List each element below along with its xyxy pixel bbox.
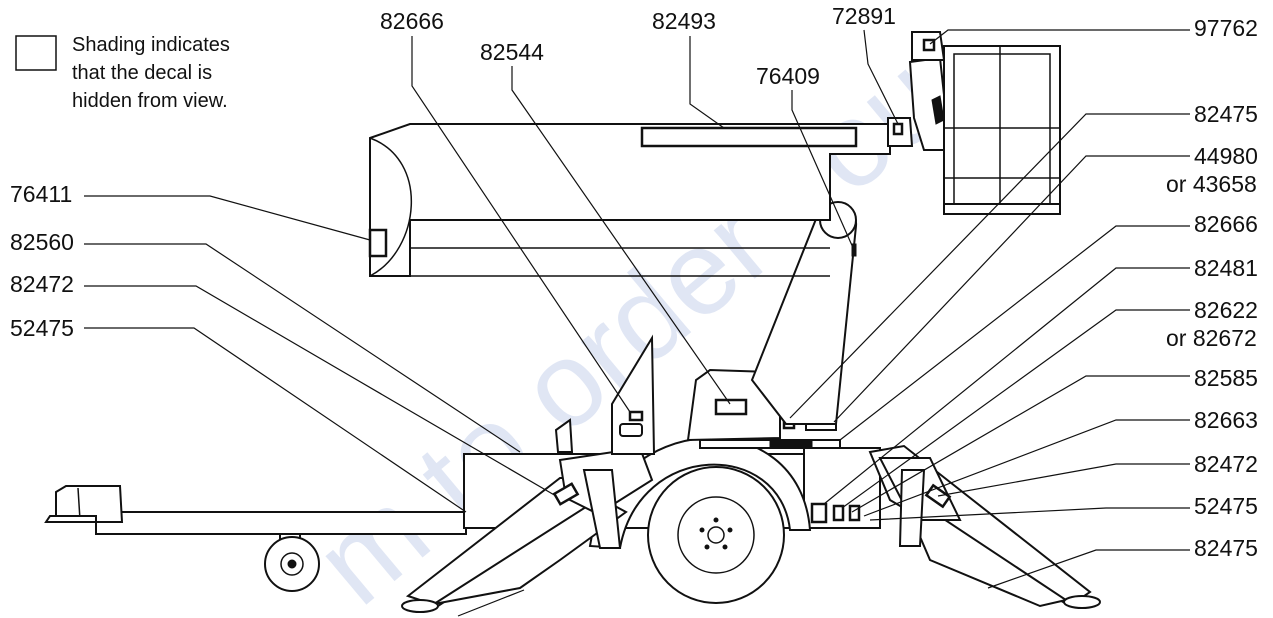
outrigger-right (868, 444, 1101, 609)
label-82622-right: 82622 (1194, 297, 1258, 323)
label-52475-left: 52475 (10, 315, 74, 341)
label-76409-top: 76409 (756, 63, 820, 89)
decal-82663a (832, 504, 845, 522)
label-52475-right: 52475 (1194, 493, 1258, 519)
label-72891-top: 72891 (832, 3, 896, 29)
outrigger-left (401, 446, 654, 613)
leader-lines (84, 29, 1190, 617)
platform-basket (943, 45, 1061, 215)
label-82475-right-a: 82475 (1194, 101, 1258, 127)
legend-line-1: Shading indicates (72, 34, 230, 56)
legend-swatch (15, 35, 57, 71)
decal-82666-mast (628, 410, 644, 422)
decal-82472-left (552, 482, 580, 506)
decal-82663b (848, 504, 861, 522)
label-82666-right: 82666 (1194, 211, 1258, 237)
label-97762-right: 97762 (1194, 15, 1258, 41)
label-82481-right: 82481 (1194, 255, 1258, 281)
part-number-labels: 82666 82544 82493 72891 76409 76411 8256… (10, 3, 1258, 561)
decal-97762 (922, 38, 936, 52)
label-82472-left: 82472 (10, 271, 74, 297)
boom-lift-drawing (44, 31, 1101, 613)
label-76411-left: 76411 (10, 181, 72, 207)
label-82585-right: 82585 (1194, 365, 1258, 391)
main-wheel (647, 466, 785, 604)
legend: Shading indicates that the decal is hidd… (15, 34, 230, 112)
label-43658-right: or 43658 (1166, 171, 1257, 197)
mast-plate (554, 334, 656, 455)
upper-boom (368, 123, 891, 277)
label-82472-right: 82472 (1194, 451, 1258, 477)
decal-82493 (640, 126, 858, 148)
label-44980-right: 44980 (1194, 143, 1258, 169)
jockey-wheel (264, 533, 320, 592)
decal-82585 (810, 502, 828, 524)
legend-line-3: hidden from view. (72, 90, 228, 112)
decal-76411 (368, 228, 388, 258)
label-82475-right-b: 82475 (1194, 535, 1258, 561)
decal-82544 (714, 398, 748, 416)
decal-72891 (892, 122, 904, 136)
label-82666-top: 82666 (380, 8, 444, 34)
jib-arm (887, 31, 952, 151)
label-82672-right: or 82672 (1166, 325, 1257, 351)
label-82493-top: 82493 (652, 8, 716, 34)
label-82560-left: 82560 (10, 229, 74, 255)
legend-line-2: that the decal is (72, 62, 212, 84)
label-82544-top: 82544 (480, 39, 544, 65)
label-82663-right: 82663 (1194, 407, 1258, 433)
